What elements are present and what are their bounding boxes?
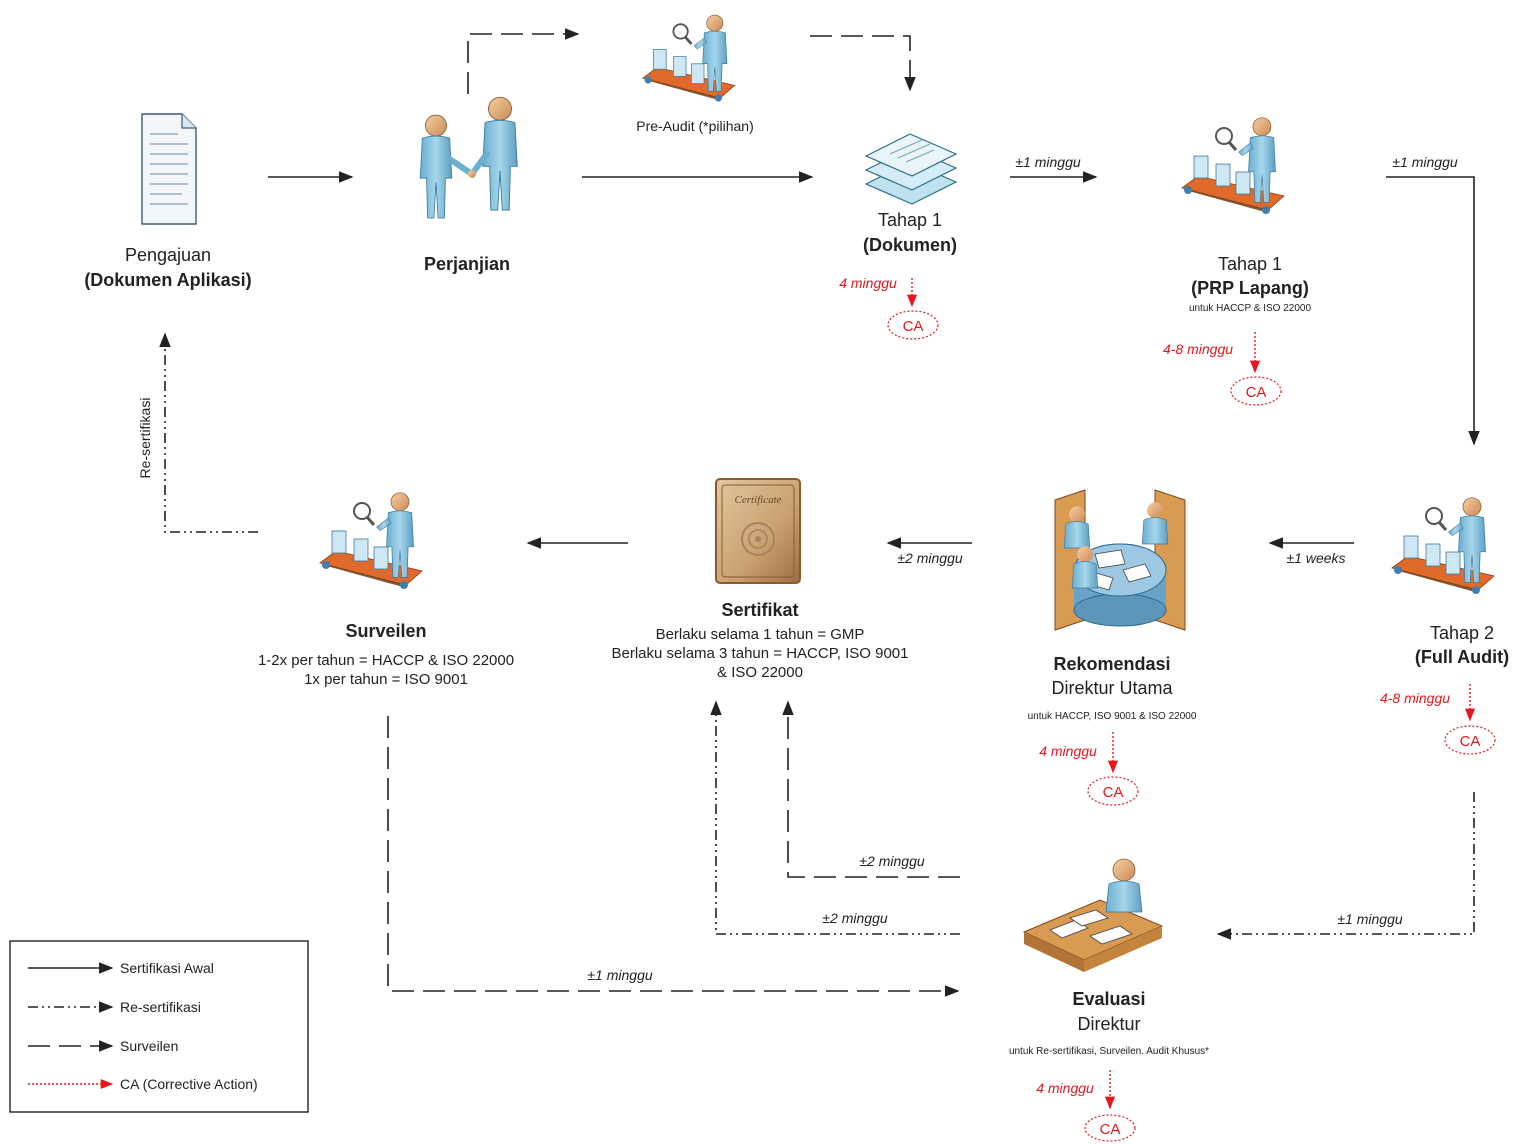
- arrow-preaudit-to-tahap1: [810, 35, 916, 92]
- tahap1-dok-title: Tahap 1: [878, 210, 942, 230]
- pengajuan-subtitle: (Dokumen Aplikasi): [84, 270, 251, 290]
- duration-tahap2-to-rekomendasi: ±1 weeks: [1286, 550, 1345, 566]
- surveilen-auditor-icon: [318, 491, 424, 591]
- duration-evaluasi-to-sertifikat-dash: ±2 minggu: [859, 853, 924, 869]
- sertifikat-line4: & ISO 22000: [717, 664, 803, 681]
- tahap2-title: Tahap 2: [1430, 623, 1494, 643]
- duration-dok-to-prp: ±1 minggu: [1015, 154, 1080, 170]
- ca-duration-rekomendasi: 4 minggu: [1039, 743, 1097, 759]
- legend-resertifikasi-label: Re-sertifikasi: [120, 999, 201, 1015]
- ca-badge-rekomendasi: CA: [1087, 776, 1139, 806]
- legend-ca-label: CA (Corrective Action): [120, 1076, 258, 1092]
- arrow-perjanjian-to-preaudit: [467, 28, 580, 94]
- arrow-prp-to-tahap2: [1386, 176, 1480, 446]
- arrow-evaluasi-to-sertifikat-dashdot: [710, 700, 960, 935]
- ca-label: CA: [1460, 733, 1481, 750]
- certificate-icon: Certificate: [715, 478, 801, 584]
- surveilen-line2: 1-2x per tahun = HACCP & ISO 22000: [258, 652, 514, 669]
- pengajuan-title: Pengajuan: [125, 245, 211, 265]
- tahap1-prp-note: untuk HACCP & ISO 22000: [1189, 303, 1312, 314]
- ca-duration-dokumen: 4 minggu: [839, 275, 897, 291]
- arrow-tahap2-to-evaluasi: [1216, 792, 1475, 940]
- sertifikat-line3: Berlaku selama 3 tahun = HACCP, ISO 9001: [612, 645, 909, 662]
- surveilen-line3: 1x per tahun = ISO 9001: [304, 671, 468, 688]
- ca-label: CA: [1246, 384, 1267, 401]
- duration-tahap2-to-evaluasi: ±1 minggu: [1337, 911, 1402, 927]
- ca-duration-evaluasi: 4 minggu: [1036, 1080, 1094, 1096]
- ca-badge-evaluasi: CA: [1084, 1114, 1136, 1142]
- meeting-table-icon: [1054, 489, 1186, 631]
- tahap1-dok-subtitle: (Dokumen): [863, 235, 957, 255]
- sertifikat-line2: Berlaku selama 1 tahun = GMP: [656, 626, 865, 643]
- legend-sertifikasi-awal-label: Sertifikasi Awal: [120, 960, 214, 976]
- preaudit-title: Pre-Audit (*pilihan): [636, 118, 754, 134]
- prp-auditor-icon: [1180, 116, 1286, 216]
- handshake-icon: [419, 96, 518, 219]
- evaluasi-subtitle: Direktur: [1077, 1014, 1140, 1034]
- surveilen-title: Surveilen: [345, 621, 426, 641]
- perjanjian-title: Perjanjian: [424, 254, 510, 274]
- ca-label: CA: [903, 318, 924, 335]
- rekomendasi-title: Rekomendasi: [1053, 654, 1170, 674]
- tahap1-prp-subtitle: (PRP Lapang): [1191, 278, 1309, 298]
- ca-badge-tahap2: CA: [1444, 725, 1496, 755]
- ca-label: CA: [1100, 1121, 1121, 1138]
- legend: Sertifikasi Awal Re-sertifikasi Surveile…: [9, 940, 309, 1113]
- tahap2-subtitle: (Full Audit): [1415, 647, 1509, 667]
- arrow-evaluasi-to-sertifikat-dash: [782, 700, 960, 878]
- ca-label: CA: [1103, 784, 1124, 801]
- document-stack-icon: [864, 133, 958, 205]
- evaluasi-title: Evaluasi: [1072, 989, 1145, 1009]
- ca-badge-prp: CA: [1230, 376, 1282, 406]
- ca-badge-dokumen: CA: [887, 310, 939, 340]
- pre-audit-auditor-icon: [641, 13, 736, 103]
- resertifikasi-vertical-label: Re-sertifikasi: [137, 398, 153, 479]
- duration-rekomendasi-to-sertifikat: ±2 minggu: [897, 550, 962, 566]
- sertifikat-title: Sertifikat: [721, 600, 798, 620]
- arrow-resertifikasi-to-pengajuan: [159, 332, 258, 533]
- evaluasi-note: untuk Re-sertifikasi, Surveilen. Audit K…: [1009, 1046, 1209, 1057]
- duration-prp-to-tahap2: ±1 minggu: [1392, 154, 1457, 170]
- tahap1-prp-title: Tahap 1: [1218, 254, 1282, 274]
- ca-duration-prp: 4-8 minggu: [1163, 341, 1233, 357]
- full-audit-auditor-icon: [1390, 496, 1496, 596]
- arrow-surveilen-to-evaluasi: [387, 716, 960, 997]
- rekomendasi-subtitle: Direktur Utama: [1051, 678, 1173, 698]
- certificate-seal-text: Certificate: [734, 494, 781, 506]
- legend-surveilen-label: Surveilen: [120, 1038, 178, 1054]
- ca-duration-tahap2: 4-8 minggu: [1380, 690, 1450, 706]
- duration-surveilen-to-evaluasi: ±1 minggu: [587, 967, 652, 983]
- evaluation-desk-icon: [1022, 858, 1164, 972]
- duration-evaluasi-to-sertifikat-dashdot: ±2 minggu: [822, 910, 887, 926]
- document-icon: [141, 113, 197, 225]
- rekomendasi-note: untuk HACCP, ISO 9001 & ISO 22000: [1028, 711, 1197, 722]
